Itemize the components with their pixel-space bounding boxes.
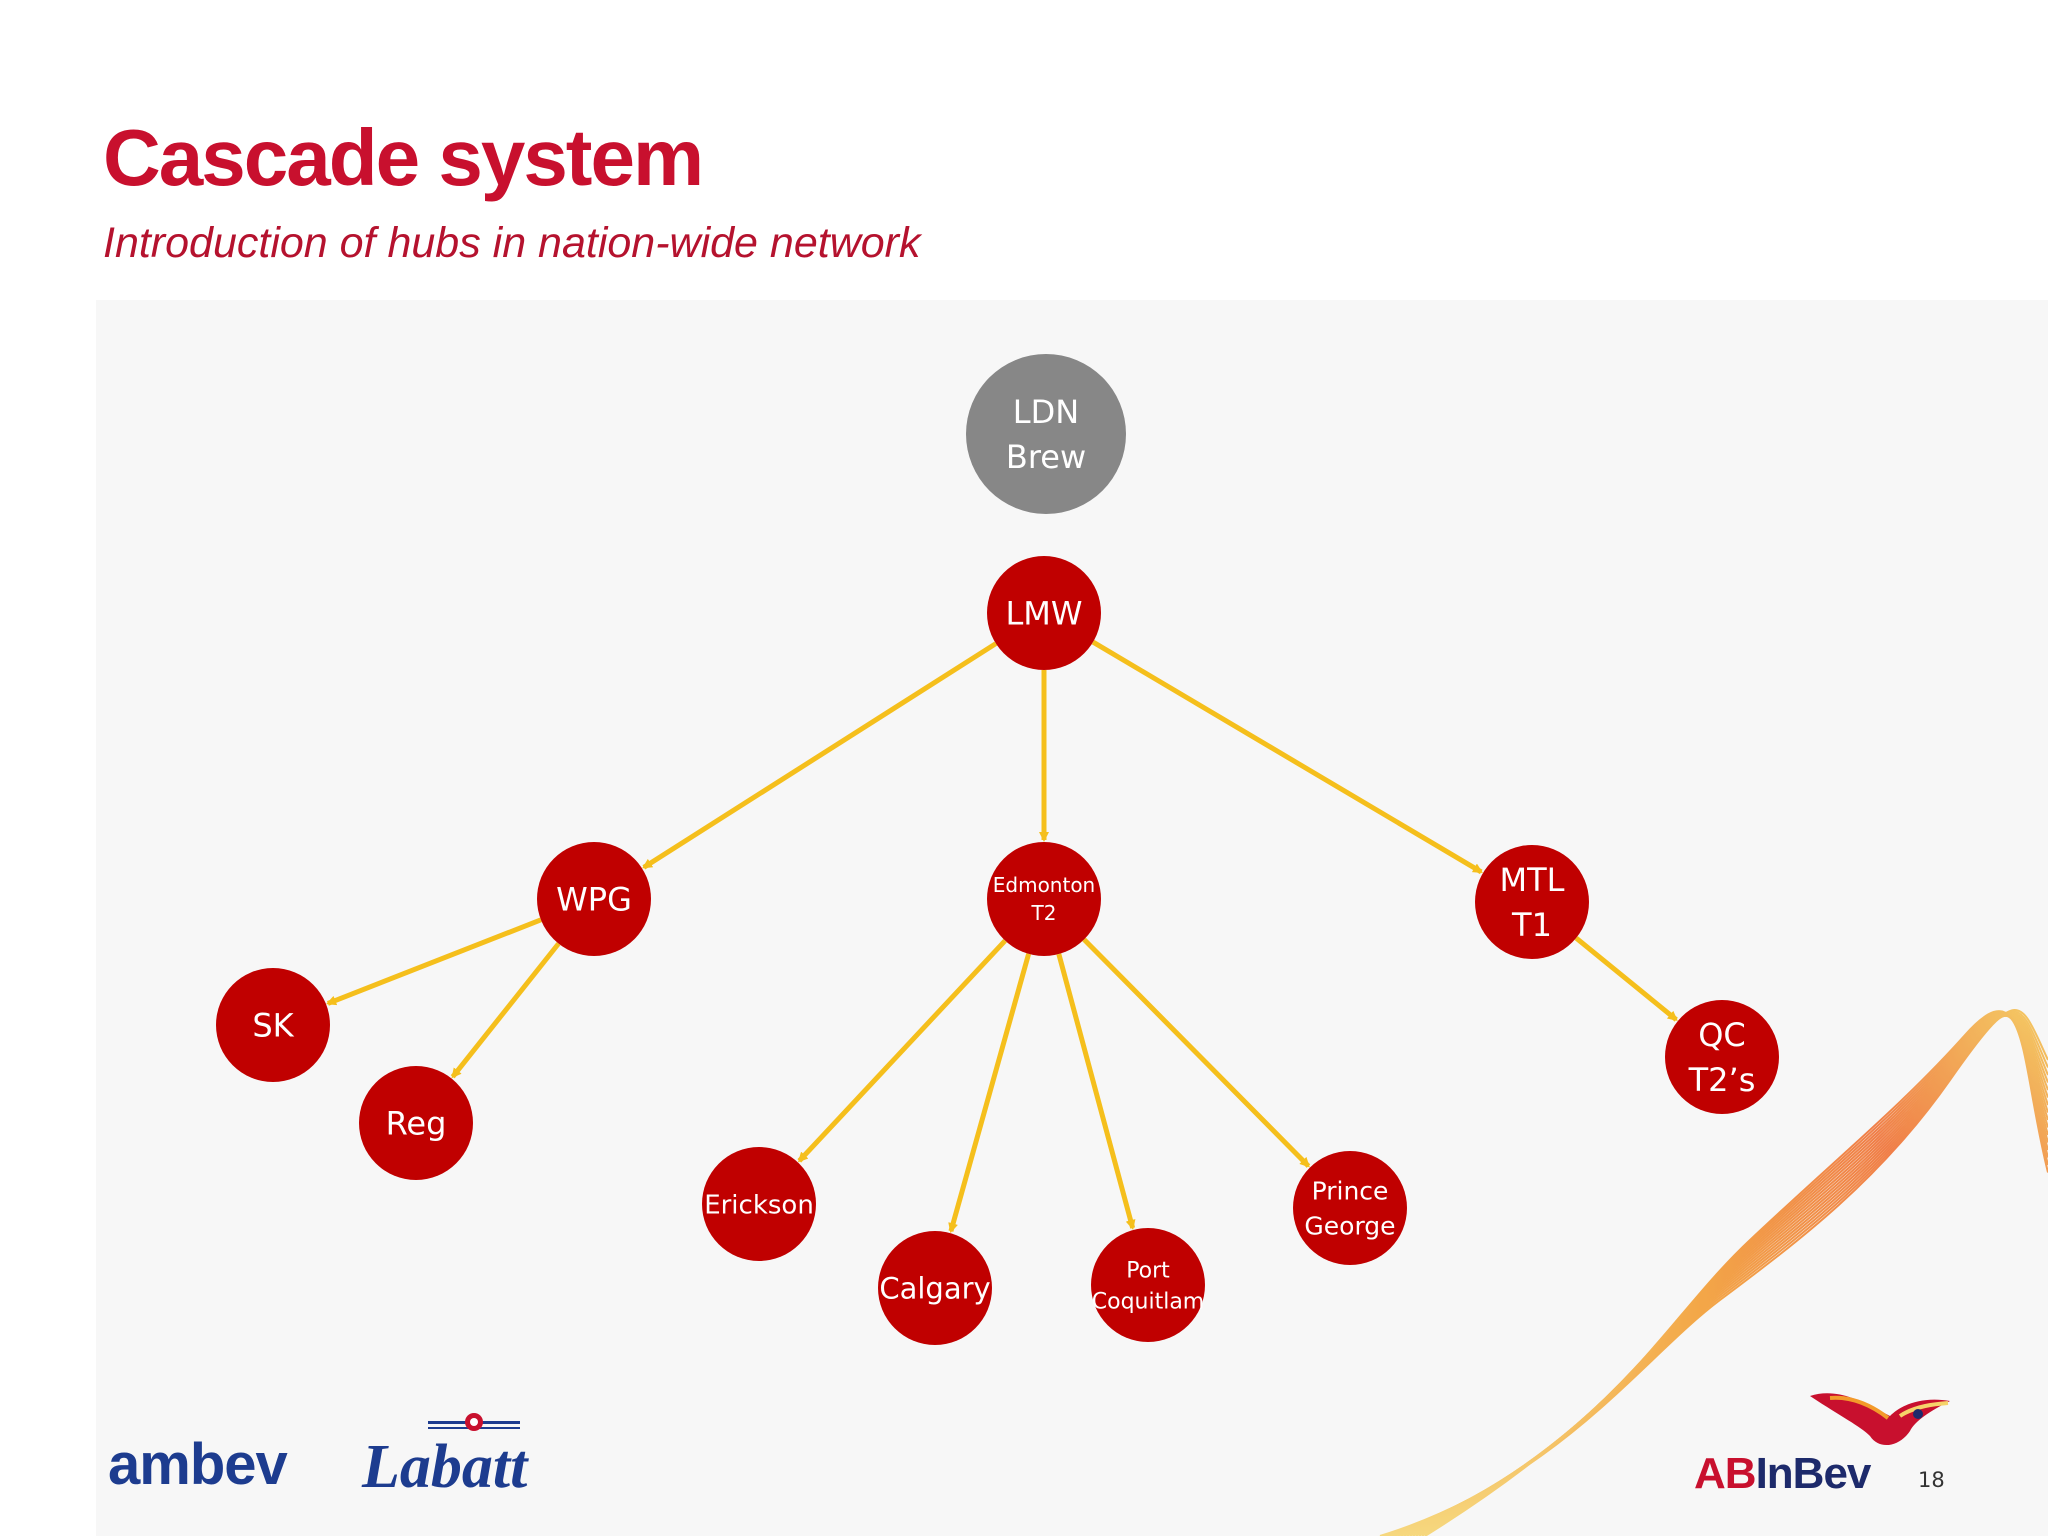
- node-circle-reg: [359, 1066, 473, 1180]
- node-mtl: MTL T1: [1475, 845, 1589, 959]
- node-circle-erickson: [702, 1147, 816, 1261]
- node-circle-sk: [216, 968, 330, 1082]
- node-ldn: LDN Brew: [966, 354, 1126, 514]
- node-circle-wpg: [537, 842, 651, 956]
- node-circle-lmw: [987, 556, 1101, 670]
- node-label-ldn: Brew: [1006, 438, 1086, 476]
- node-circle-mtl: [1475, 845, 1589, 959]
- eagle-logo-icon: [1810, 1393, 1950, 1446]
- node-label-reg: Reg: [386, 1105, 447, 1143]
- node-label-edmonton: T2: [1031, 901, 1057, 925]
- slide-subtitle: Introduction of hubs in nation-wide netw…: [103, 219, 921, 267]
- node-circle-port: [1091, 1228, 1205, 1342]
- arrow-wpg-to-sk: [326, 917, 542, 1006]
- node-label-ldn: LDN: [1013, 393, 1079, 431]
- node-wpg: WPG: [537, 842, 651, 956]
- node-label-calgary: Calgary: [879, 1271, 990, 1305]
- arrow-wpg-to-reg: [450, 942, 561, 1079]
- abinbev-logo-ab: AB: [1694, 1449, 1757, 1498]
- labatt-logo: Labatt: [362, 1433, 528, 1501]
- node-lmw: LMW: [987, 556, 1101, 670]
- node-label-port: Coquitlam: [1092, 1289, 1205, 1314]
- node-label-prince: George: [1304, 1212, 1395, 1241]
- node-label-sk: SK: [252, 1007, 294, 1045]
- slide-title: Cascade system: [103, 113, 704, 202]
- node-circle-calgary: [878, 1231, 992, 1345]
- node-label-erickson: Erickson: [704, 1190, 814, 1220]
- node-circle-prince: [1293, 1151, 1407, 1265]
- node-label-port: Port: [1126, 1259, 1170, 1284]
- abinbev-logo-inbev: InBev: [1755, 1449, 1872, 1498]
- arrow-lmw-to-mtl: [1091, 639, 1483, 875]
- page-number: 18: [1918, 1468, 1945, 1492]
- node-label-mtl: T1: [1511, 906, 1552, 944]
- abinbev-logo: ABInBev: [1694, 1449, 1872, 1498]
- arrow-edmonton-to-port: [1056, 953, 1136, 1230]
- node-label-mtl: MTL: [1500, 861, 1565, 899]
- node-label-edmonton: Edmonton: [993, 873, 1095, 897]
- arrow-edmonton-to-calgary: [948, 953, 1032, 1234]
- labatt-crest-icon: [428, 1413, 520, 1431]
- node-circle-edmonton: [987, 842, 1101, 956]
- node-label-qc: T2’s: [1688, 1061, 1756, 1099]
- node-circle-ldn: [966, 354, 1126, 514]
- node-reg: Reg: [359, 1066, 473, 1180]
- ambev-logo: ambev: [108, 1432, 288, 1497]
- node-label-lmw: LMW: [1005, 595, 1082, 633]
- arrow-mtl-to-qc: [1574, 936, 1678, 1022]
- node-calgary: Calgary: [878, 1231, 992, 1345]
- node-label-wpg: WPG: [556, 881, 632, 919]
- node-label-qc: QC: [1698, 1016, 1746, 1054]
- node-circle-qc: [1665, 1000, 1779, 1114]
- node-sk: SK: [216, 968, 330, 1082]
- arrow-edmonton-to-prince: [1082, 937, 1311, 1168]
- node-erickson: Erickson: [702, 1147, 816, 1261]
- node-qc: QC T2’s: [1665, 1000, 1779, 1114]
- node-label-prince: Prince: [1312, 1177, 1389, 1206]
- arrow-lmw-to-wpg: [642, 641, 998, 870]
- swoosh-line: [1424, 1010, 2048, 1536]
- arrow-edmonton-to-erickson: [797, 938, 1007, 1163]
